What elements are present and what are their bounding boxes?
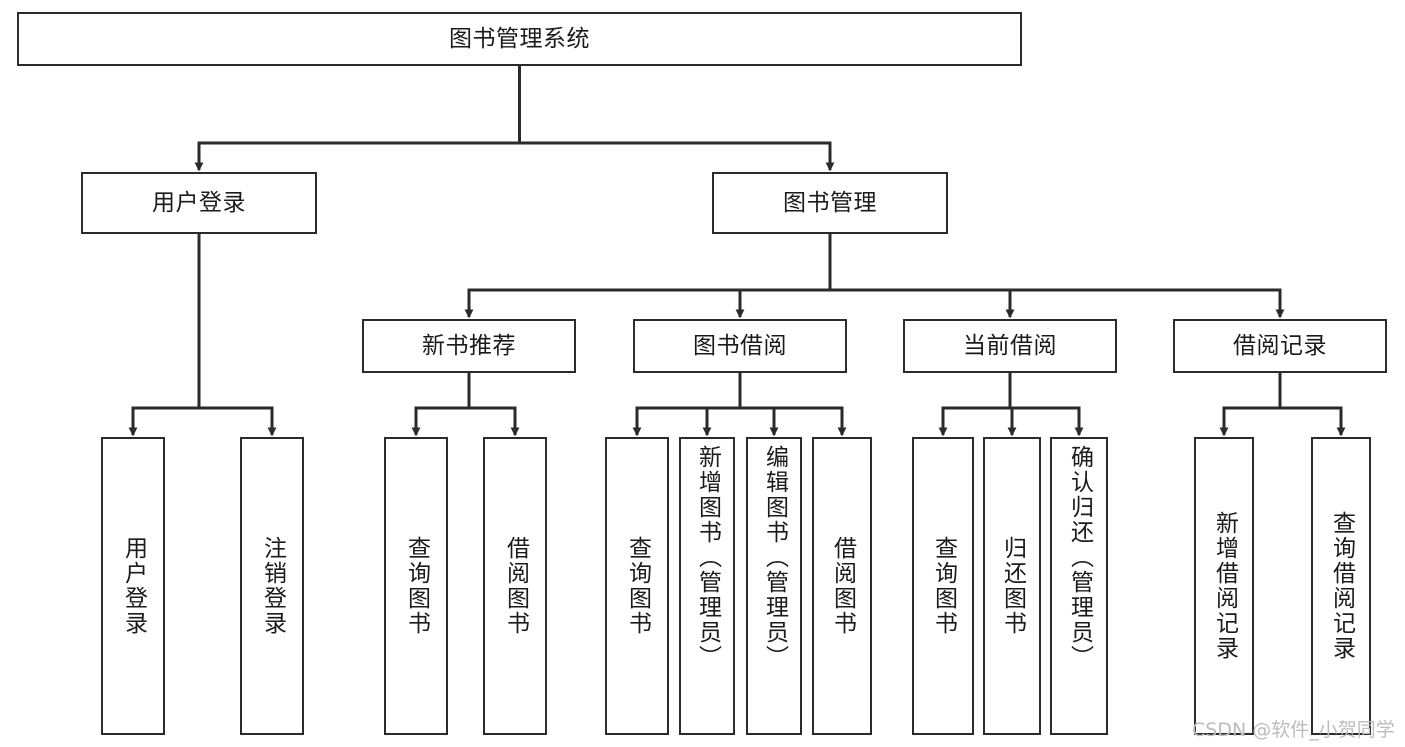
node-label-leaf-add-book: 新增图书（管理员）: [694, 445, 721, 670]
node-leaf-borrow-book-1[interactable]: 借阅图书: [483, 437, 547, 735]
connector-book-borrow-to-leaf-add-book: [702, 406, 740, 437]
node-root[interactable]: 图书管理系统: [17, 12, 1022, 66]
node-label-new-book-recommend: 新书推荐: [422, 332, 516, 359]
node-label-borrow-record: 借阅记录: [1233, 332, 1327, 359]
node-label-leaf-confirm-return: 确认归还（管理员）: [1066, 445, 1093, 670]
node-book-manage[interactable]: 图书管理: [712, 172, 948, 234]
node-leaf-confirm-return[interactable]: 确认归还（管理员）: [1050, 437, 1108, 735]
node-label-leaf-return-book: 归还图书: [999, 536, 1026, 636]
connector-book-borrow-to-leaf-query-book-2: [632, 406, 740, 437]
node-label-leaf-query-book-3: 查询图书: [930, 536, 957, 636]
node-label-leaf-edit-book: 编辑图书（管理员）: [761, 445, 788, 670]
node-borrow-record[interactable]: 借阅记录: [1173, 319, 1387, 373]
node-leaf-query-book-3[interactable]: 查询图书: [912, 437, 974, 735]
connector-root-to-user-login: [194, 141, 520, 172]
node-leaf-query-book-1[interactable]: 查询图书: [384, 437, 448, 735]
connector-book-manage-to-new-book-recommend: [464, 288, 830, 319]
connector-book-manage-to-borrow-record: [830, 288, 1285, 319]
csdn-watermark: CSDN @软件_小贺同学: [1192, 719, 1395, 741]
connector-current-borrow-to-leaf-return-book: [1007, 406, 1017, 437]
connector-current-borrow-to-leaf-query-book-3: [938, 406, 1010, 437]
node-label-leaf-query-book-2: 查询图书: [624, 536, 651, 636]
node-label-leaf-user-logout: 注销登录: [259, 536, 286, 636]
node-label-leaf-user-login: 用户登录: [120, 536, 147, 636]
connector-book-borrow-to-leaf-borrow-book-2: [740, 406, 847, 437]
connector-user-login-to-leaf-user-login: [128, 406, 199, 437]
node-leaf-add-record[interactable]: 新增借阅记录: [1194, 437, 1254, 735]
node-label-book-manage: 图书管理: [783, 189, 877, 216]
node-label-leaf-borrow-book-1: 借阅图书: [502, 536, 529, 636]
node-leaf-user-login[interactable]: 用户登录: [101, 437, 165, 735]
node-leaf-return-book[interactable]: 归还图书: [983, 437, 1041, 735]
node-label-leaf-query-book-1: 查询图书: [403, 536, 430, 636]
node-leaf-borrow-book-2[interactable]: 借阅图书: [812, 437, 872, 735]
connector-book-borrow-to-leaf-edit-book: [740, 406, 779, 437]
node-book-borrow[interactable]: 图书借阅: [633, 319, 847, 373]
node-leaf-edit-book[interactable]: 编辑图书（管理员）: [746, 437, 802, 735]
node-current-borrow[interactable]: 当前借阅: [903, 319, 1117, 373]
node-label-root: 图书管理系统: [449, 25, 590, 52]
connector-borrow-record-to-leaf-query-record: [1280, 406, 1346, 437]
node-leaf-query-book-2[interactable]: 查询图书: [605, 437, 669, 735]
connector-new-book-recommend-to-leaf-borrow-book-1: [469, 406, 520, 437]
connector-new-book-recommend-to-leaf-query-book-1: [411, 406, 469, 437]
connector-book-manage-to-current-borrow: [830, 288, 1015, 319]
node-leaf-add-book[interactable]: 新增图书（管理员）: [679, 437, 735, 735]
connector-borrow-record-to-leaf-add-record: [1219, 406, 1280, 437]
node-label-current-borrow: 当前借阅: [963, 332, 1057, 359]
node-label-user-login: 用户登录: [152, 189, 246, 216]
connector-user-login-to-leaf-user-logout: [199, 406, 277, 437]
node-label-book-borrow: 图书借阅: [693, 332, 787, 359]
connector-root-to-book-manage: [519, 141, 835, 172]
node-label-leaf-add-record: 新增借阅记录: [1211, 511, 1238, 661]
node-leaf-query-record[interactable]: 查询借阅记录: [1311, 437, 1371, 735]
node-leaf-user-logout[interactable]: 注销登录: [240, 437, 304, 735]
node-new-book-recommend[interactable]: 新书推荐: [362, 319, 576, 373]
connector-book-manage-to-book-borrow: [735, 288, 830, 319]
node-label-leaf-query-record: 查询借阅记录: [1328, 511, 1355, 661]
node-user-login[interactable]: 用户登录: [81, 172, 317, 234]
node-label-leaf-borrow-book-2: 借阅图书: [829, 536, 856, 636]
connector-group: [128, 66, 1346, 437]
connector-current-borrow-to-leaf-confirm-return: [1010, 406, 1084, 437]
